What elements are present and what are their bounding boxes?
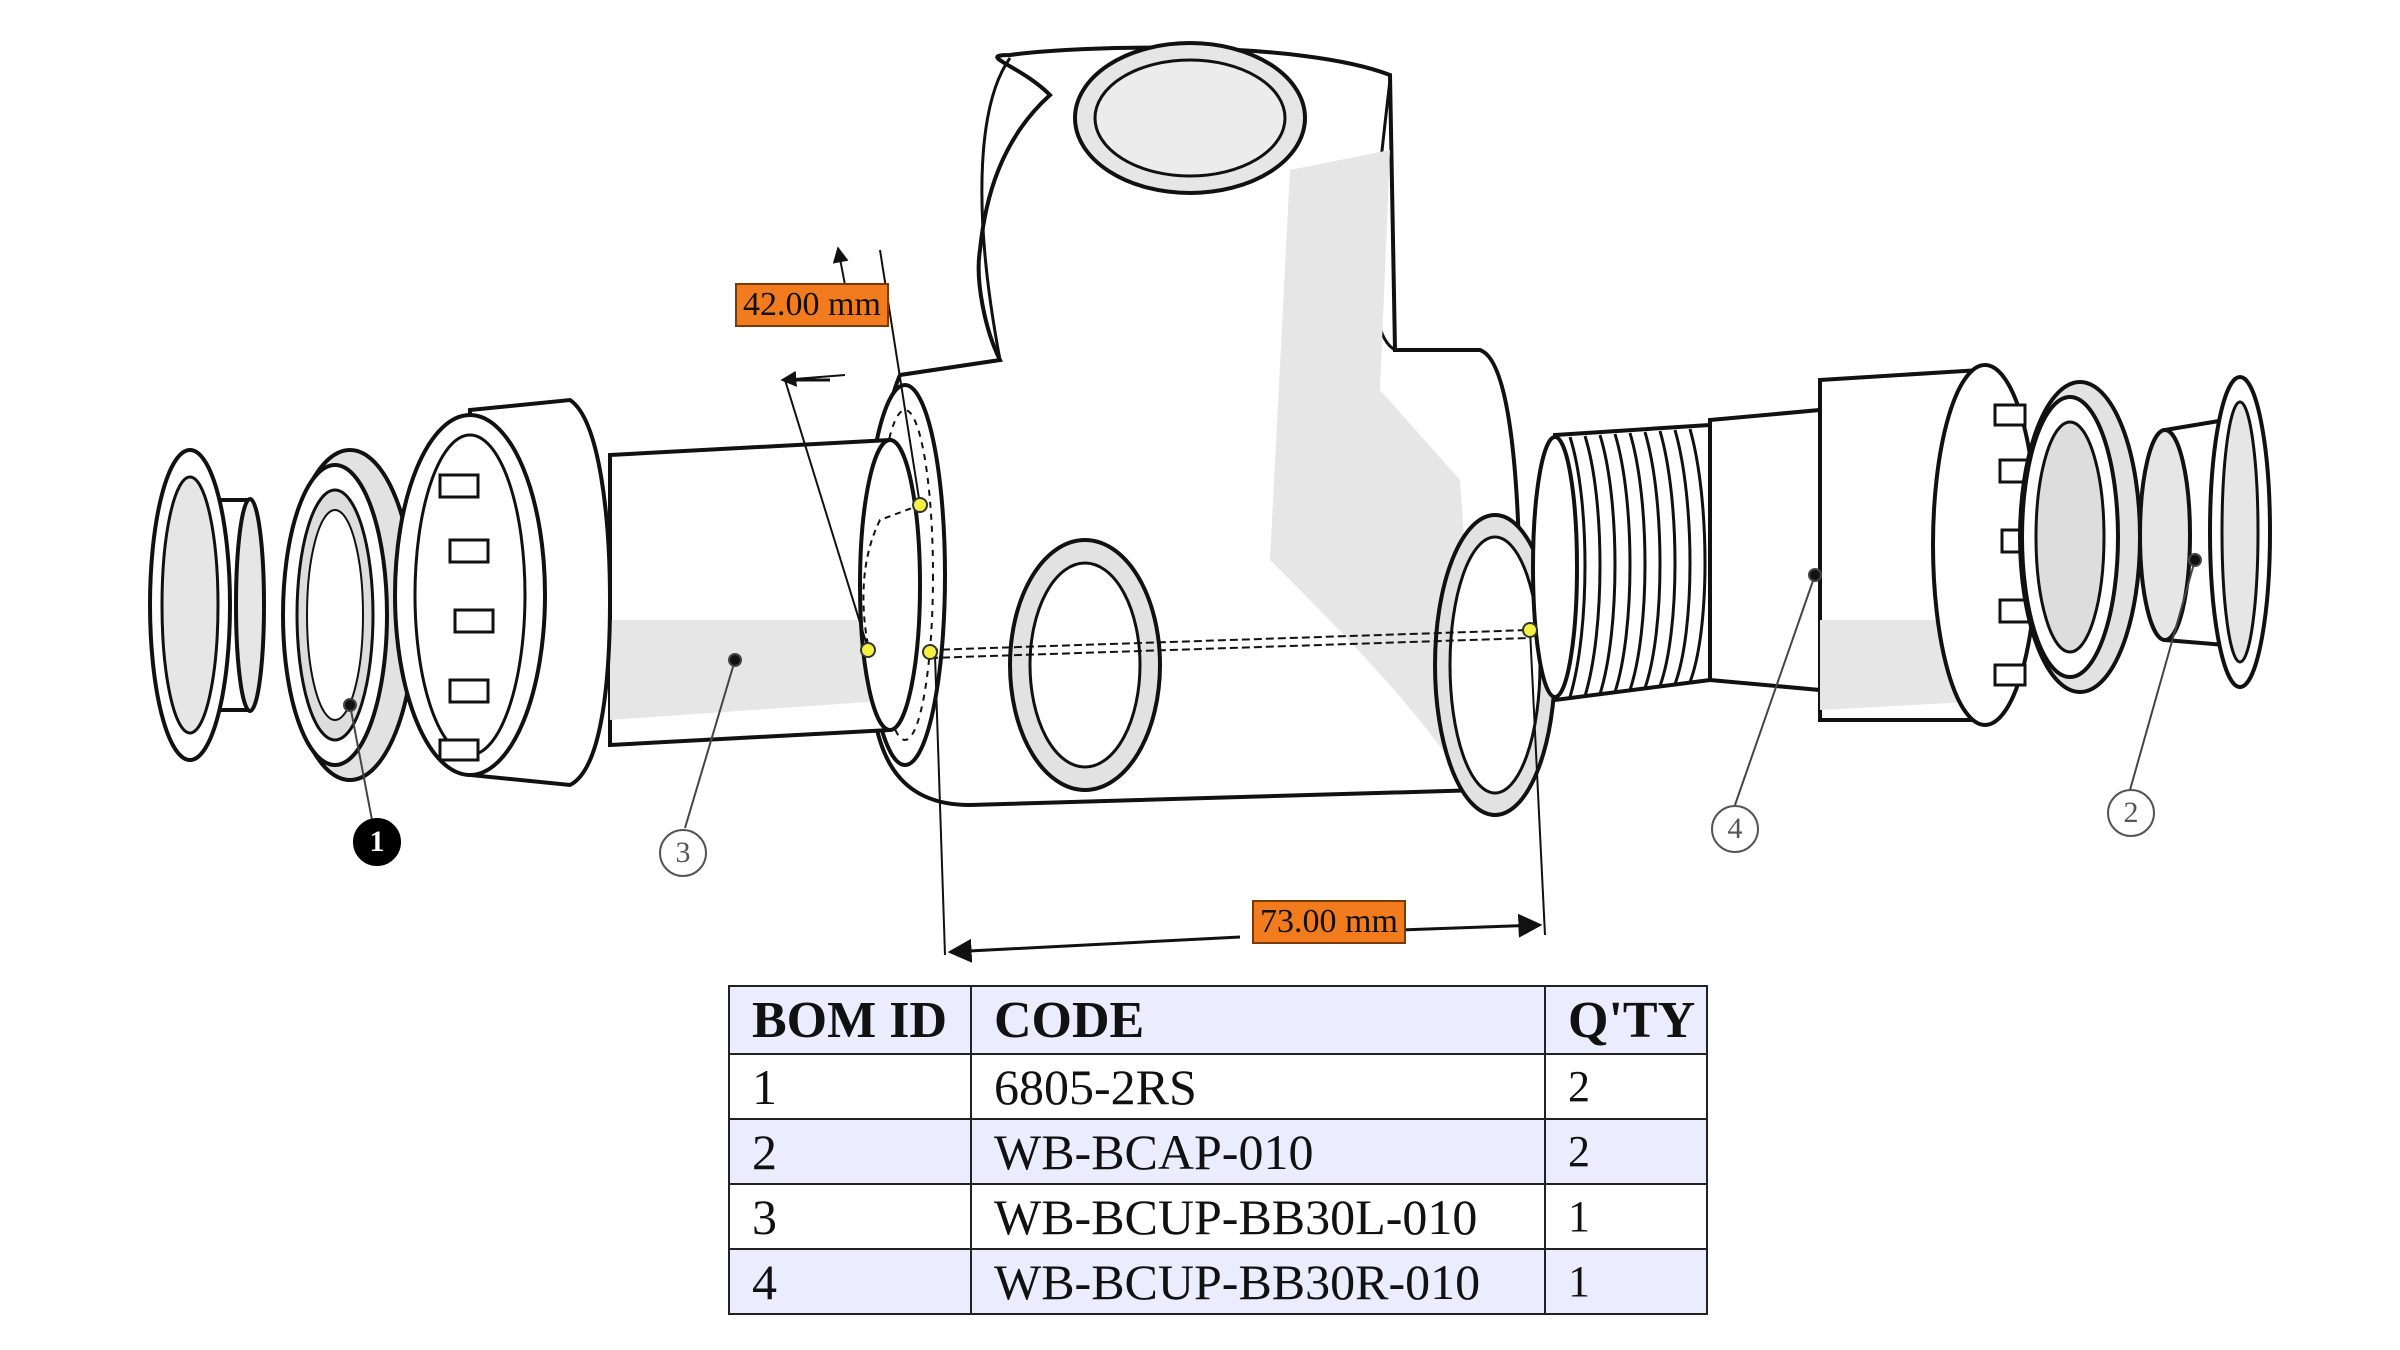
bom-row: 3 WB-BCUP-BB30L-010 1 xyxy=(728,1183,1708,1250)
bearing-width-arrow-left xyxy=(780,370,846,387)
right-bearing xyxy=(2018,380,2142,694)
bom-qty-cell: 2 xyxy=(1544,1053,1708,1120)
bom-row: 2 WB-BCAP-010 2 xyxy=(728,1118,1708,1185)
bom-code-cell: 6805-2RS xyxy=(970,1053,1546,1120)
bom-qty-cell: 2 xyxy=(1544,1118,1708,1185)
measure-point xyxy=(922,644,938,660)
bom-code-cell: WB-BCAP-010 xyxy=(970,1118,1546,1185)
right-bearing-cap xyxy=(2138,375,2272,689)
bom-code-cell: WB-BCUP-BB30R-010 xyxy=(970,1248,1546,1315)
balloon-1: 1 xyxy=(353,818,401,866)
bom-code-cell: WB-BCUP-BB30L-010 xyxy=(970,1183,1546,1250)
bom-id-cell: 3 xyxy=(728,1183,972,1250)
shell-width-label: 73.00 mm xyxy=(1252,900,1406,944)
bom-header-row: BOM ID CODE Q'TY xyxy=(728,985,1708,1055)
shell-width-dimension xyxy=(929,629,1546,963)
measure-point xyxy=(1522,622,1538,638)
left-cup xyxy=(393,397,922,788)
bom-row: 4 WB-BCUP-BB30R-010 1 xyxy=(728,1248,1708,1315)
bom-qty-cell: 1 xyxy=(1544,1248,1708,1315)
bom-header-id: BOM ID xyxy=(728,985,972,1055)
left-bearing xyxy=(281,448,417,782)
shell-width-arrow-right xyxy=(1399,913,1543,938)
balloon-leaders xyxy=(343,553,2202,829)
bom-id-cell: 2 xyxy=(728,1118,972,1185)
bom-qty-cell: 1 xyxy=(1544,1183,1708,1250)
bom-table: BOM ID CODE Q'TY 1 6805-2RS 2 2 WB-BCAP-… xyxy=(728,985,1708,1315)
left-bearing-cap xyxy=(148,448,266,762)
right-cup xyxy=(1531,363,2039,727)
balloon-3: 3 xyxy=(659,829,707,877)
bom-row: 1 6805-2RS 2 xyxy=(728,1053,1708,1120)
bom-id-cell: 1 xyxy=(728,1053,972,1120)
balloon-4: 4 xyxy=(1711,805,1759,853)
bearing-width-arrow-right xyxy=(832,246,849,286)
bom-header-code: CODE xyxy=(970,985,1546,1055)
measure-point xyxy=(860,642,876,658)
bom-header-qty: Q'TY xyxy=(1544,985,1708,1055)
measure-point xyxy=(912,497,928,513)
balloon-2: 2 xyxy=(2107,789,2155,837)
shell-width-arrow-left xyxy=(947,935,1241,963)
bearing-width-label: 42.00 mm xyxy=(735,283,889,327)
bom-id-cell: 4 xyxy=(728,1248,972,1315)
measurement-points xyxy=(860,497,1538,660)
bottom-bracket-shell xyxy=(863,41,1557,817)
